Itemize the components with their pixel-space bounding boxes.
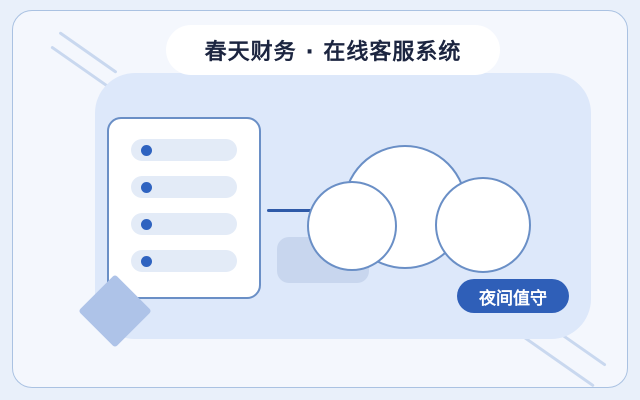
server-slot	[131, 139, 237, 161]
server-slot	[131, 213, 237, 235]
connector-line	[267, 209, 333, 212]
cloud-puff-right	[435, 177, 531, 273]
server-slot	[131, 176, 237, 198]
server-led-icon	[141, 256, 152, 267]
status-badge: 夜间值守	[457, 279, 569, 313]
server-slot	[131, 250, 237, 272]
page-title: 春天财务 · 在线客服系统	[166, 25, 500, 75]
server-led-icon	[141, 219, 152, 230]
server-rack-icon	[107, 117, 261, 299]
server-led-icon	[141, 145, 152, 156]
server-led-icon	[141, 182, 152, 193]
decorative-stripe	[58, 31, 118, 74]
illustration-card: 春天财务 · 在线客服系统 夜间值守	[12, 10, 628, 388]
cloud-puff-left	[307, 181, 397, 271]
